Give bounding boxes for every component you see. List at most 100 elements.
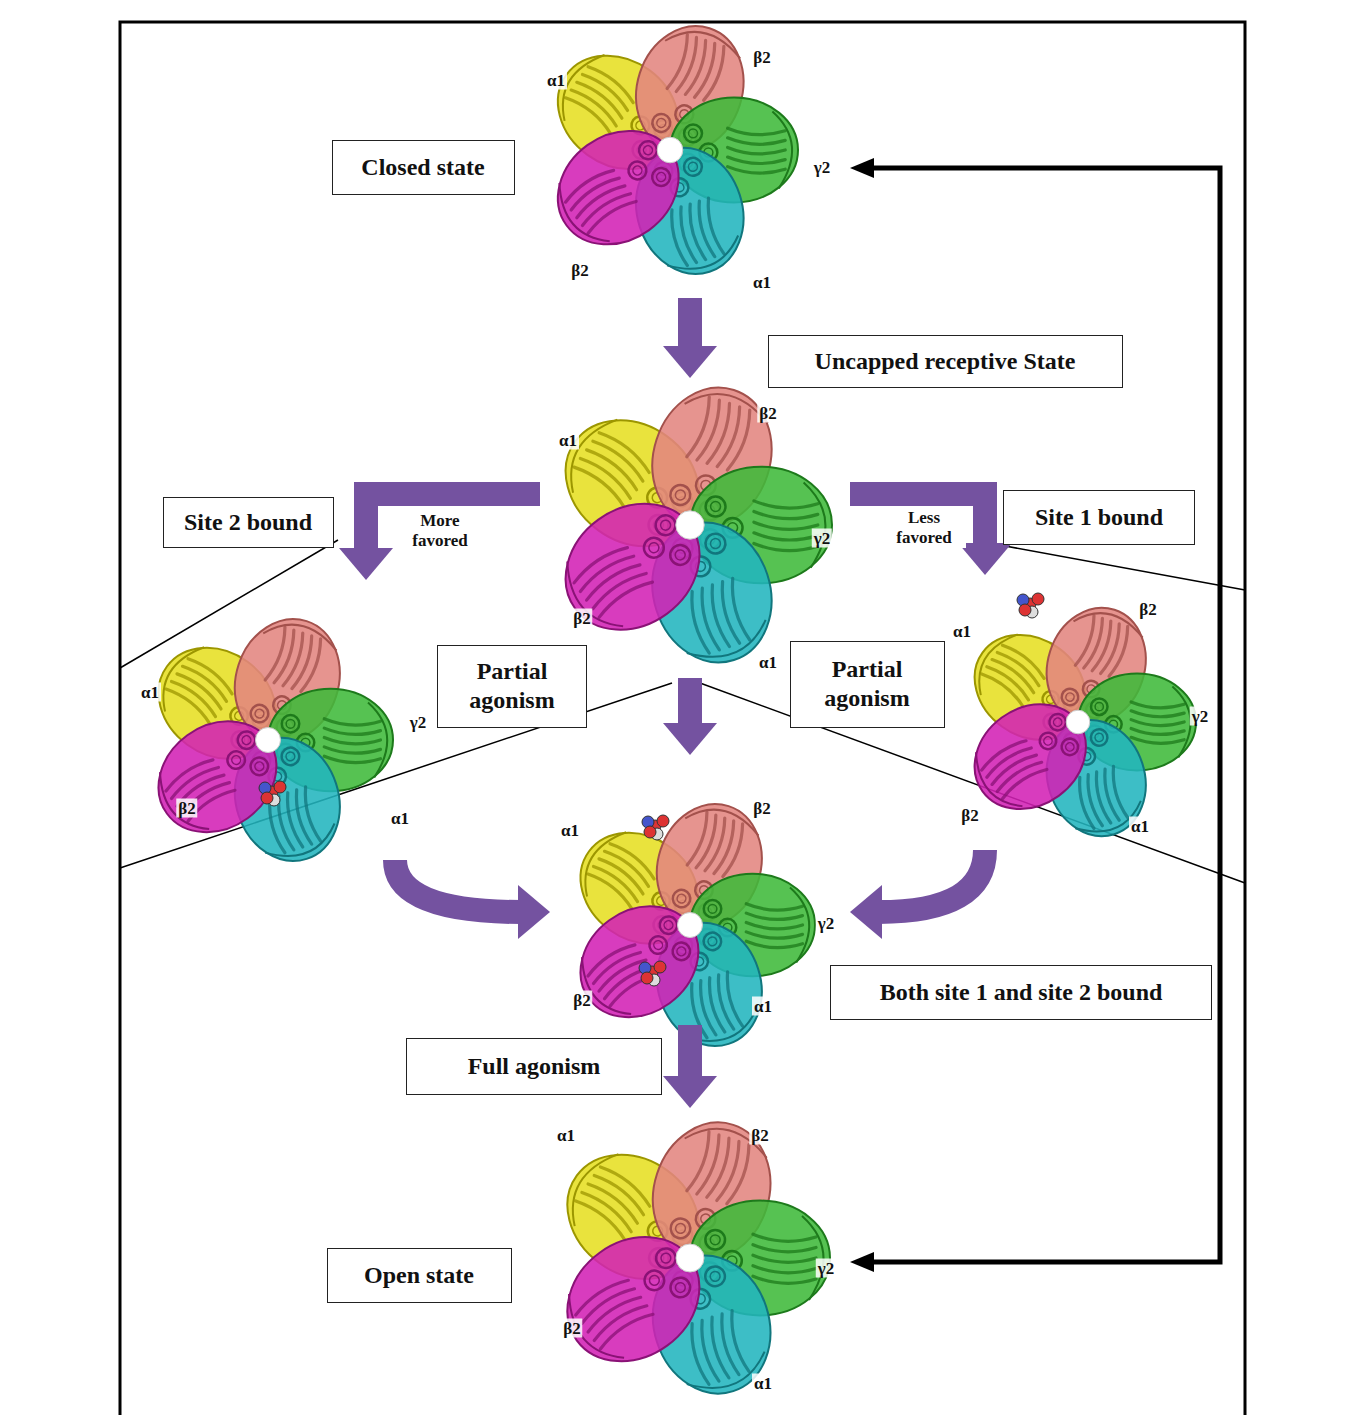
helix <box>655 171 668 184</box>
loop <box>555 557 623 639</box>
loop <box>772 112 792 189</box>
subunit-label: β2 <box>561 1319 582 1338</box>
beta-strand <box>1075 615 1097 667</box>
arrow-shaft <box>678 1025 702 1079</box>
helix <box>701 930 723 952</box>
pore <box>678 913 703 938</box>
beta-strand <box>717 1141 743 1203</box>
beta-strand <box>753 1276 816 1283</box>
state-label-box: Full agonism <box>406 1038 662 1095</box>
ligand-atom <box>1019 604 1031 616</box>
beta-strand <box>667 34 691 91</box>
helix <box>254 708 265 719</box>
state-label: Partial agonism <box>807 655 928 713</box>
ligand-atom <box>657 815 669 827</box>
subunit-label: γ2 <box>1190 707 1210 726</box>
state-label-box: Partial agonism <box>437 645 587 728</box>
beta-strand <box>728 138 786 144</box>
state-label: Partial agonism <box>454 657 570 715</box>
beta-strand <box>274 629 297 684</box>
guide-line <box>1005 546 1245 590</box>
subunit-label: β2 <box>571 609 592 628</box>
helix <box>667 1274 694 1301</box>
beta-strand <box>706 585 733 648</box>
ligand-atom <box>1032 593 1044 605</box>
ligand-atom <box>274 781 286 793</box>
helix <box>705 1230 725 1250</box>
beta-strand <box>753 1234 816 1241</box>
beta-strand <box>728 147 786 153</box>
beta-strand <box>1083 775 1105 827</box>
subunit-label: α1 <box>752 1374 774 1393</box>
beta-strand <box>694 43 718 100</box>
helix <box>673 548 687 562</box>
loop <box>150 768 210 840</box>
helix <box>648 1274 662 1288</box>
arrow-head <box>663 1076 717 1108</box>
subunit-label: α1 <box>389 809 411 828</box>
beta-strand <box>728 157 786 163</box>
beta-strand <box>1074 777 1096 829</box>
beta-strand <box>1001 642 1047 678</box>
beta-strand <box>685 1324 711 1386</box>
subunit-figure <box>541 478 724 656</box>
helix <box>669 939 693 963</box>
beta-strand <box>1099 769 1121 821</box>
helix <box>682 155 705 178</box>
beta-strand <box>1131 711 1184 717</box>
beta-strand <box>746 913 802 919</box>
transition-arrow <box>663 298 717 378</box>
subunit-figure <box>137 699 298 855</box>
receptor-pentamer: α1γ2α1β2 <box>130 580 440 860</box>
helix <box>640 534 668 562</box>
subunit-label: γ2 <box>812 158 832 177</box>
subunit-label: β2 <box>569 261 590 280</box>
state-label-box: Uncapped receptive State <box>768 335 1123 388</box>
arrow-head <box>850 1252 874 1272</box>
beta-strand <box>704 46 728 103</box>
subunit-label: γ2 <box>812 529 832 548</box>
subunit-body <box>559 884 720 1040</box>
beta-strand <box>587 64 637 103</box>
loop <box>665 236 744 278</box>
helix <box>673 1281 687 1295</box>
helix <box>652 511 680 539</box>
beta-strand <box>722 972 745 1027</box>
helix <box>687 161 698 172</box>
ligand-atom <box>654 961 666 973</box>
state-label: Uncapped receptive State <box>815 347 1076 376</box>
loop <box>1074 604 1147 643</box>
ligand <box>639 961 666 986</box>
subunit-label: β2 <box>1137 600 1158 619</box>
beta-strand <box>754 522 818 529</box>
beta-strand <box>693 201 717 258</box>
receptor-pentamer-figure <box>559 790 815 1059</box>
beta-strand <box>597 429 653 472</box>
subunit-body <box>541 478 724 656</box>
beta-strand <box>1092 620 1114 672</box>
transition-arrow <box>339 494 540 580</box>
state-label-box: Partial agonism <box>790 641 945 728</box>
helix <box>675 945 687 957</box>
helix <box>1091 698 1108 715</box>
loop <box>572 953 632 1025</box>
beta-strand <box>676 37 700 94</box>
helix <box>674 489 687 502</box>
ligand <box>1017 593 1044 618</box>
state-label: Site 1 bound <box>1035 503 1163 532</box>
beta-strand <box>980 736 1026 772</box>
beta-strand <box>746 904 802 910</box>
transition-arrow <box>850 494 1012 575</box>
subunit-label: β2 <box>751 48 772 67</box>
beta-strand <box>164 755 213 793</box>
loop <box>557 1290 624 1371</box>
helix <box>240 734 252 746</box>
helix <box>1052 716 1064 728</box>
beta-strand <box>715 1314 741 1376</box>
transition-arrow <box>850 850 985 939</box>
helix <box>1089 727 1110 748</box>
helix <box>684 124 702 142</box>
receptor-illustrations <box>137 12 1196 1409</box>
helix <box>652 1245 679 1272</box>
receptor-pentamer: α1β2γ2α1β2 <box>525 30 850 298</box>
